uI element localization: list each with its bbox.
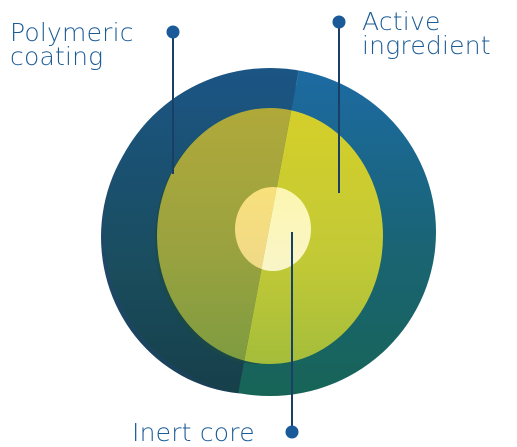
label-active-ingredient: Active ingredient	[362, 7, 491, 60]
pointer-inert-core	[285, 232, 299, 439]
label-polymeric-coating-line2: coating	[10, 42, 104, 71]
label-inert-core: Inert core	[132, 418, 255, 447]
pointer-polymeric-coating	[166, 25, 180, 174]
pointer-active-ingredient	[332, 15, 346, 193]
label-polymeric-coating-line1: Polymeric	[10, 18, 134, 47]
label-active-ingredient-line1: Active	[362, 7, 441, 36]
label-active-ingredient-line2: ingredient	[362, 31, 491, 60]
pointer-dot-polymeric-coating	[166, 25, 180, 39]
inert-core-layer	[235, 187, 311, 271]
label-polymeric-coating: Polymeric coating	[10, 18, 134, 71]
pointer-dot-active-ingredient	[332, 15, 346, 29]
pointer-dot-inert-core	[285, 425, 299, 439]
